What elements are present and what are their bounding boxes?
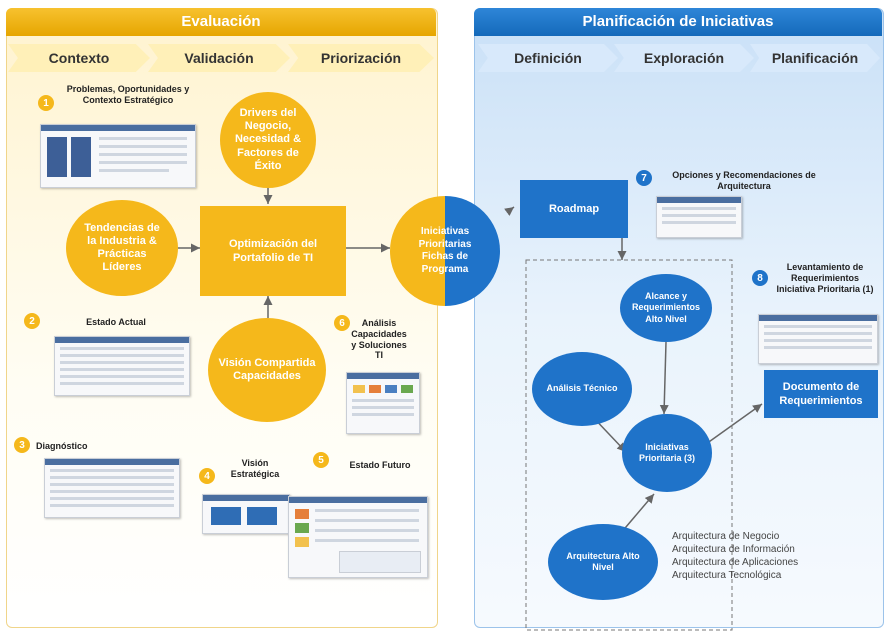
step-1-thumbnail xyxy=(40,124,196,188)
step-2-number: 2 xyxy=(29,315,35,327)
step-8-thumbnail xyxy=(758,314,878,364)
arrow-alcance-iniciativas xyxy=(659,341,669,415)
roadmap-label: Roadmap xyxy=(548,203,600,215)
drivers-circle: Drivers del Negocio, Necesidad & Factore… xyxy=(220,92,316,188)
step-1-badge: 1 xyxy=(38,95,54,111)
planificacion-title: Planificación de Iniciativas xyxy=(474,8,882,36)
step-5-badge: 5 xyxy=(313,452,329,468)
step-5-label: Estado Futuro xyxy=(349,460,411,470)
step-7-number: 7 xyxy=(641,172,647,184)
phase-label: Contexto xyxy=(48,50,110,66)
step-3-thumbnail xyxy=(44,458,180,518)
phase-contexto: Contexto xyxy=(8,44,150,72)
phase-validacion: Validación xyxy=(148,44,290,72)
step-6-badge: 6 xyxy=(334,315,350,331)
analisis-tecnico-label: Análisis Técnico xyxy=(546,383,618,394)
arquitectura-item: Arquitectura Tecnológica xyxy=(672,570,782,581)
vision-compartida-label: Visión Compartida Capacidades xyxy=(218,356,316,382)
analisis-tecnico-circle: Análisis Técnico xyxy=(532,352,632,426)
phase-definicion: Definición xyxy=(478,44,618,72)
tendencias-label: Tendencias de la Industria & Prácticas L… xyxy=(84,221,160,274)
step-1-number: 1 xyxy=(43,97,49,109)
vision-compartida-circle: Visión Compartida Capacidades xyxy=(208,318,326,422)
step-2-thumbnail xyxy=(54,336,190,396)
phase-exploracion: Exploración xyxy=(614,44,754,72)
step-3-badge: 3 xyxy=(14,437,30,453)
step-7-label: Opciones y Recomendaciones de Arquitectu… xyxy=(672,170,816,191)
arquitectura-label: Arquitectura Alto Nivel xyxy=(566,550,640,572)
alcance-circle: Alcance y Requerimientos Alto Nivel xyxy=(620,274,712,342)
step-2-label: Estado Actual xyxy=(86,317,146,327)
arquitectura-item: Arquitectura de Información xyxy=(672,544,795,555)
phase-planificacion: Planificación xyxy=(750,44,880,72)
step-6-thumbnail xyxy=(346,372,420,434)
step-8-badge: 8 xyxy=(752,270,768,286)
roadmap-box: Roadmap xyxy=(520,180,628,238)
step-2-badge: 2 xyxy=(24,313,40,329)
phase-label: Priorización xyxy=(320,50,402,66)
optimizacion-box: Optimización del Portafolio de TI xyxy=(200,206,346,296)
step-3-label: Diagnóstico xyxy=(36,441,88,451)
phase-label: Planificación xyxy=(771,50,859,66)
phase-label: Definición xyxy=(514,50,582,66)
documento-label: Documento de Requerimientos xyxy=(779,380,863,407)
documento-requerimientos-box: Documento de Requerimientos xyxy=(764,370,878,418)
step-7-badge: 7 xyxy=(636,170,652,186)
step-5-number: 5 xyxy=(318,454,324,466)
step-8-label: Levantamiento de Requerimientos Iniciati… xyxy=(776,262,874,294)
phase-label: Exploración xyxy=(643,50,725,66)
iniciativas-fichas-label: Iniciativas Prioritarias Fichas de Progr… xyxy=(418,226,472,275)
step-6-label: Análisis Capacidades y Soluciones TI xyxy=(351,318,407,361)
drivers-label: Drivers del Negocio, Necesidad & Factore… xyxy=(234,107,302,172)
step-8-number: 8 xyxy=(757,272,763,284)
step-7-thumbnail xyxy=(656,196,742,238)
arquitectura-alto-nivel-circle: Arquitectura Alto Nivel xyxy=(548,524,658,600)
step-1-label: Problemas, Oportunidades y Contexto Estr… xyxy=(66,84,190,105)
arquitecturas-list: Arquitectura de Negocio Arquitectura de … xyxy=(672,530,872,582)
alcance-label: Alcance y Requerimientos Alto Nivel xyxy=(631,291,700,324)
step-4-thumbnail xyxy=(202,494,290,534)
iniciativas-prioritaria-label: Iniciativas Prioritaria (3) xyxy=(638,441,696,463)
dashed-group xyxy=(525,259,733,631)
arrow-iniciativas-roadmap xyxy=(504,206,515,216)
phase-label: Validación xyxy=(184,50,254,66)
phase-priorizacion: Priorización xyxy=(288,44,434,72)
optimizacion-label: Optimización del Portafolio de TI xyxy=(228,237,317,264)
tendencias-circle: Tendencias de la Industria & Prácticas L… xyxy=(66,200,178,296)
arrow-iniciativas-documento xyxy=(705,403,763,445)
step-6-number: 6 xyxy=(339,317,345,329)
step-4-badge: 4 xyxy=(199,468,215,484)
iniciativas-prioritaria-circle: Iniciativas Prioritaria (3) xyxy=(622,414,712,492)
step-3-number: 3 xyxy=(19,439,25,451)
step-4-number: 4 xyxy=(204,470,210,482)
arquitectura-item: Arquitectura de Aplicaciones xyxy=(672,557,799,568)
step-4-label: Visión Estratégica xyxy=(230,458,280,479)
evaluacion-title: Evaluación xyxy=(6,8,436,36)
iniciativas-fichas-circle: Iniciativas Prioritarias Fichas de Progr… xyxy=(390,196,500,306)
arquitectura-item: Arquitectura de Negocio xyxy=(672,531,780,542)
step-5-thumbnail xyxy=(288,496,428,578)
